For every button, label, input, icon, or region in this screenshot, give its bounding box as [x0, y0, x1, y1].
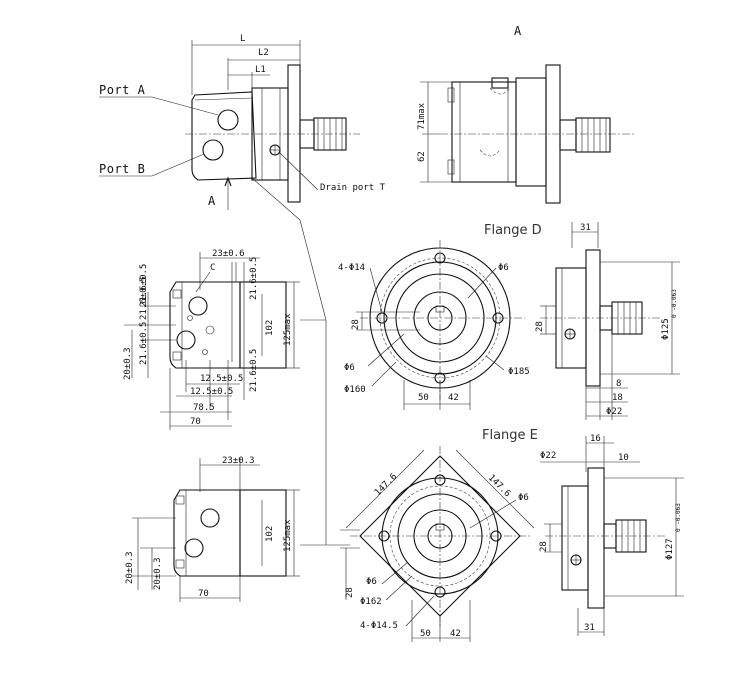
- dim-10-e: 10: [618, 453, 629, 463]
- dim-125max-e: 125max: [283, 519, 293, 552]
- dim-21-6-right-2: 21.6±0.5: [249, 349, 259, 392]
- section-c-label: C: [210, 263, 215, 273]
- dim-28-e-side: 28: [539, 541, 549, 552]
- dim-d6-d-left: Φ6: [344, 363, 355, 373]
- dim-102-d: 102: [265, 320, 275, 336]
- dim-d125: Φ125: [661, 318, 671, 340]
- flange-e-front: Flange E 147.6 147.6 Φ6 Φ6 Φ162 4-Φ14.5 …: [340, 428, 538, 642]
- dim-18-d: 18: [612, 393, 623, 403]
- dim-d6-e-left: Φ6: [366, 577, 377, 587]
- flange-d-front: Flange D 4-Φ14 Φ6 Φ6 Φ160 Φ185 28: [338, 223, 542, 410]
- dim-d6-d-top: Φ6: [498, 263, 509, 273]
- motor-side-view: L L2 L1 Port A Port B: [99, 34, 386, 546]
- dim-d160: Φ160: [344, 385, 366, 395]
- dim-d162: Φ162: [360, 597, 382, 607]
- dim-d22-e: Φ22: [540, 451, 556, 461]
- flange-d-side: 31 28 Φ125 0 -0.063 8 18 Φ22: [535, 222, 680, 420]
- dim-147-6-right: 147.6: [486, 473, 512, 499]
- dim-d127-tol: 0 -0.063: [675, 503, 682, 532]
- dim-12-5-b: 12.5±0.5: [190, 387, 233, 397]
- flange-d-title: Flange D: [484, 223, 542, 238]
- dim-8-d: 8: [616, 379, 621, 389]
- dim-23-03: 23±0.3: [222, 456, 255, 466]
- dim-4-d14-5: 4-Φ14.5: [360, 621, 398, 631]
- dim-d127: Φ127: [665, 538, 675, 560]
- dim-20-03: 20±0.3: [123, 347, 133, 380]
- dim-70-e: 70: [198, 589, 209, 599]
- dim-d125-tol: 0 -0.063: [671, 289, 678, 318]
- dim-28-e: 28: [345, 587, 355, 598]
- dim-42-d: 42: [448, 393, 459, 403]
- view-a-title: A: [514, 24, 522, 38]
- dim-70-d: 70: [190, 417, 201, 427]
- dim-31-e: 31: [584, 623, 595, 633]
- dim-L1: L1: [255, 65, 266, 75]
- dim-102-e: 102: [265, 526, 275, 542]
- dim-42-e: 42: [450, 629, 461, 639]
- dim-71max: 71max: [417, 102, 427, 130]
- dim-62: 62: [417, 151, 427, 162]
- dim-21-6-left: 21.6±0.5: [139, 322, 149, 365]
- view-a: A 71max 62: [417, 24, 635, 204]
- dim-125max-d: 125max: [283, 313, 293, 346]
- dim-21-6-right-1: 21.6±0.5: [249, 257, 259, 300]
- dim-21-6-top-left: 21.6±0.5: [139, 264, 149, 307]
- dim-147-6-left: 147.6: [373, 472, 399, 498]
- dim-4-d14: 4-Φ14: [338, 263, 365, 273]
- dim-12-5-a: 12.5±0.5: [200, 374, 243, 384]
- dim-28-d-side: 28: [535, 321, 545, 332]
- dim-L: L: [240, 34, 245, 44]
- dim-d185: Φ185: [508, 367, 530, 377]
- dim-78-5: 78.5: [193, 403, 215, 413]
- dim-31-d-top: 31: [580, 223, 591, 233]
- drain-port-label: Drain port T: [320, 183, 386, 193]
- dim-d6-e-right: Φ6: [518, 493, 529, 503]
- dim-21-6-bottom-left: 21.6±0.5: [139, 277, 149, 320]
- dim-50-e: 50: [420, 629, 431, 639]
- flange-e-side: 16 Φ22 10 28 Φ127 0 -0.063 31: [539, 434, 684, 636]
- port-face-e: 23±0.3 20±0.3 20±0.3 102 125max 70: [125, 456, 300, 602]
- flange-e-title: Flange E: [482, 428, 538, 443]
- dim-16-e: 16: [590, 434, 601, 444]
- dim-L2: L2: [258, 48, 269, 58]
- dim-50-d: 50: [418, 393, 429, 403]
- port-face-d: 23±0.6 C 21.6±0.5 21.6±0.5 20±0.3 21.6±0…: [123, 249, 300, 430]
- view-a-arrow-label: A: [208, 194, 216, 208]
- dim-20-03-e-inner: 20±0.3: [153, 557, 163, 590]
- dim-20-03-e-outer: 20±0.3: [125, 551, 135, 584]
- port-a-label: Port A: [99, 83, 146, 97]
- dim-23-06: 23±0.6: [212, 249, 245, 259]
- dim-d22-d: Φ22: [606, 407, 622, 417]
- dim-28-d: 28: [351, 319, 361, 330]
- port-b-label: Port B: [99, 162, 145, 176]
